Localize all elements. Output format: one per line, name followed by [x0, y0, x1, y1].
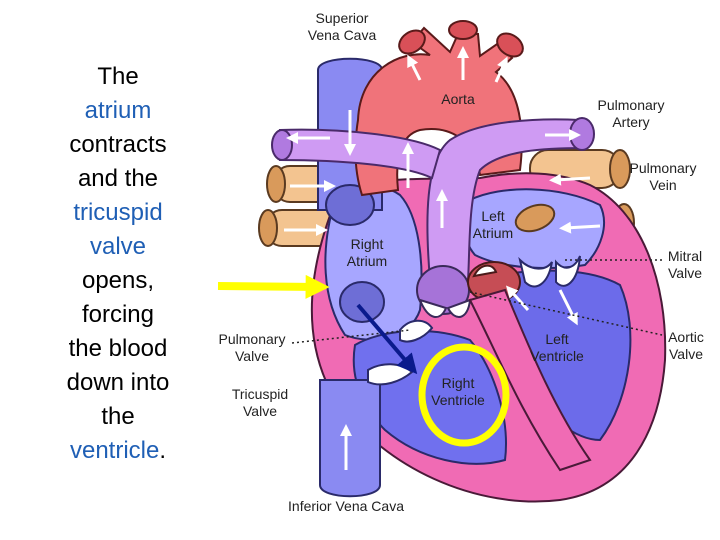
ventricle-highlight-circle — [418, 343, 510, 447]
inferior-vena-cava — [319, 379, 381, 498]
label-pa-1: Pulmonary — [598, 97, 665, 113]
term-atrium: atrium — [84, 97, 152, 124]
label-aorta: Aorta — [441, 91, 475, 107]
aorta-branch-3 — [496, 32, 524, 58]
heart-diagram: Superior Vena Cava Aorta Pulmonary Arter… — [217, 10, 704, 514]
caption-line-10: down into — [66, 369, 170, 396]
label-rv-1: Right — [442, 375, 475, 391]
caption-line-2: atrium — [48, 94, 188, 128]
mitral-valve — [518, 255, 581, 288]
caption-line-3: contracts — [69, 131, 167, 158]
label-tv-1: Tricuspid — [232, 386, 288, 402]
label-rv-2: Ventricle — [431, 392, 485, 408]
flow-arrows — [284, 46, 601, 470]
label-la-1: Left — [481, 208, 504, 224]
caption-line-12: ventricle. — [48, 434, 188, 468]
caption-period: . — [159, 437, 167, 464]
label-lv-1: Left — [545, 331, 568, 347]
leader-lines — [291, 259, 663, 344]
label-pa-2: Artery — [612, 114, 649, 130]
ivc-opening — [339, 281, 385, 323]
pulmonary-valve — [416, 265, 472, 318]
label-ra-2: Atrium — [347, 253, 387, 269]
label-la-2: Atrium — [473, 225, 513, 241]
caption-line-4: and the — [77, 165, 159, 192]
caption-line-9: the blood — [68, 335, 168, 362]
label-pv-1: Pulmonary — [630, 160, 697, 176]
term-ventricle: ventricle — [69, 437, 160, 464]
caption-line-6: valve — [48, 230, 188, 264]
pulmonary-artery-left-end — [271, 129, 293, 161]
caption-line-8: forcing — [81, 301, 155, 328]
label-av-2: Valve — [669, 346, 703, 362]
septum — [468, 288, 592, 472]
caption-line-1: The — [97, 63, 139, 90]
label-lv-2: Ventricle — [530, 348, 584, 364]
caption-line-5: tricuspid — [48, 196, 188, 230]
label-pvalve-1: Pulmonary — [219, 331, 286, 347]
label-pv-2: Vein — [649, 177, 676, 193]
label-svc-2: Vena Cava — [308, 27, 377, 43]
la-vein-opening — [514, 203, 556, 233]
label-av-1: Aortic — [668, 329, 704, 345]
label-ivc: Inferior Vena Cava — [288, 498, 404, 514]
label-pvalve-2: Valve — [235, 348, 269, 364]
term-tricuspid: tricuspid — [73, 199, 163, 226]
label-tv-2: Valve — [243, 403, 277, 419]
term-valve: valve — [89, 233, 147, 260]
caption-line-11: the — [101, 403, 135, 430]
label-ra-1: Right — [351, 236, 384, 252]
pointer-arrow — [217, 274, 330, 299]
caption-line-7: opens, — [81, 267, 155, 294]
aorta-branch-2 — [448, 20, 478, 40]
label-svc-1: Superior — [316, 10, 369, 26]
label-mv-2: Valve — [668, 265, 702, 281]
caption-text: The atrium contracts and the tricuspid v… — [48, 60, 188, 468]
label-mv-1: Mitral — [668, 248, 702, 264]
aorta-branch-1 — [398, 29, 426, 55]
atrium-to-ventricle-arrow — [356, 303, 418, 375]
